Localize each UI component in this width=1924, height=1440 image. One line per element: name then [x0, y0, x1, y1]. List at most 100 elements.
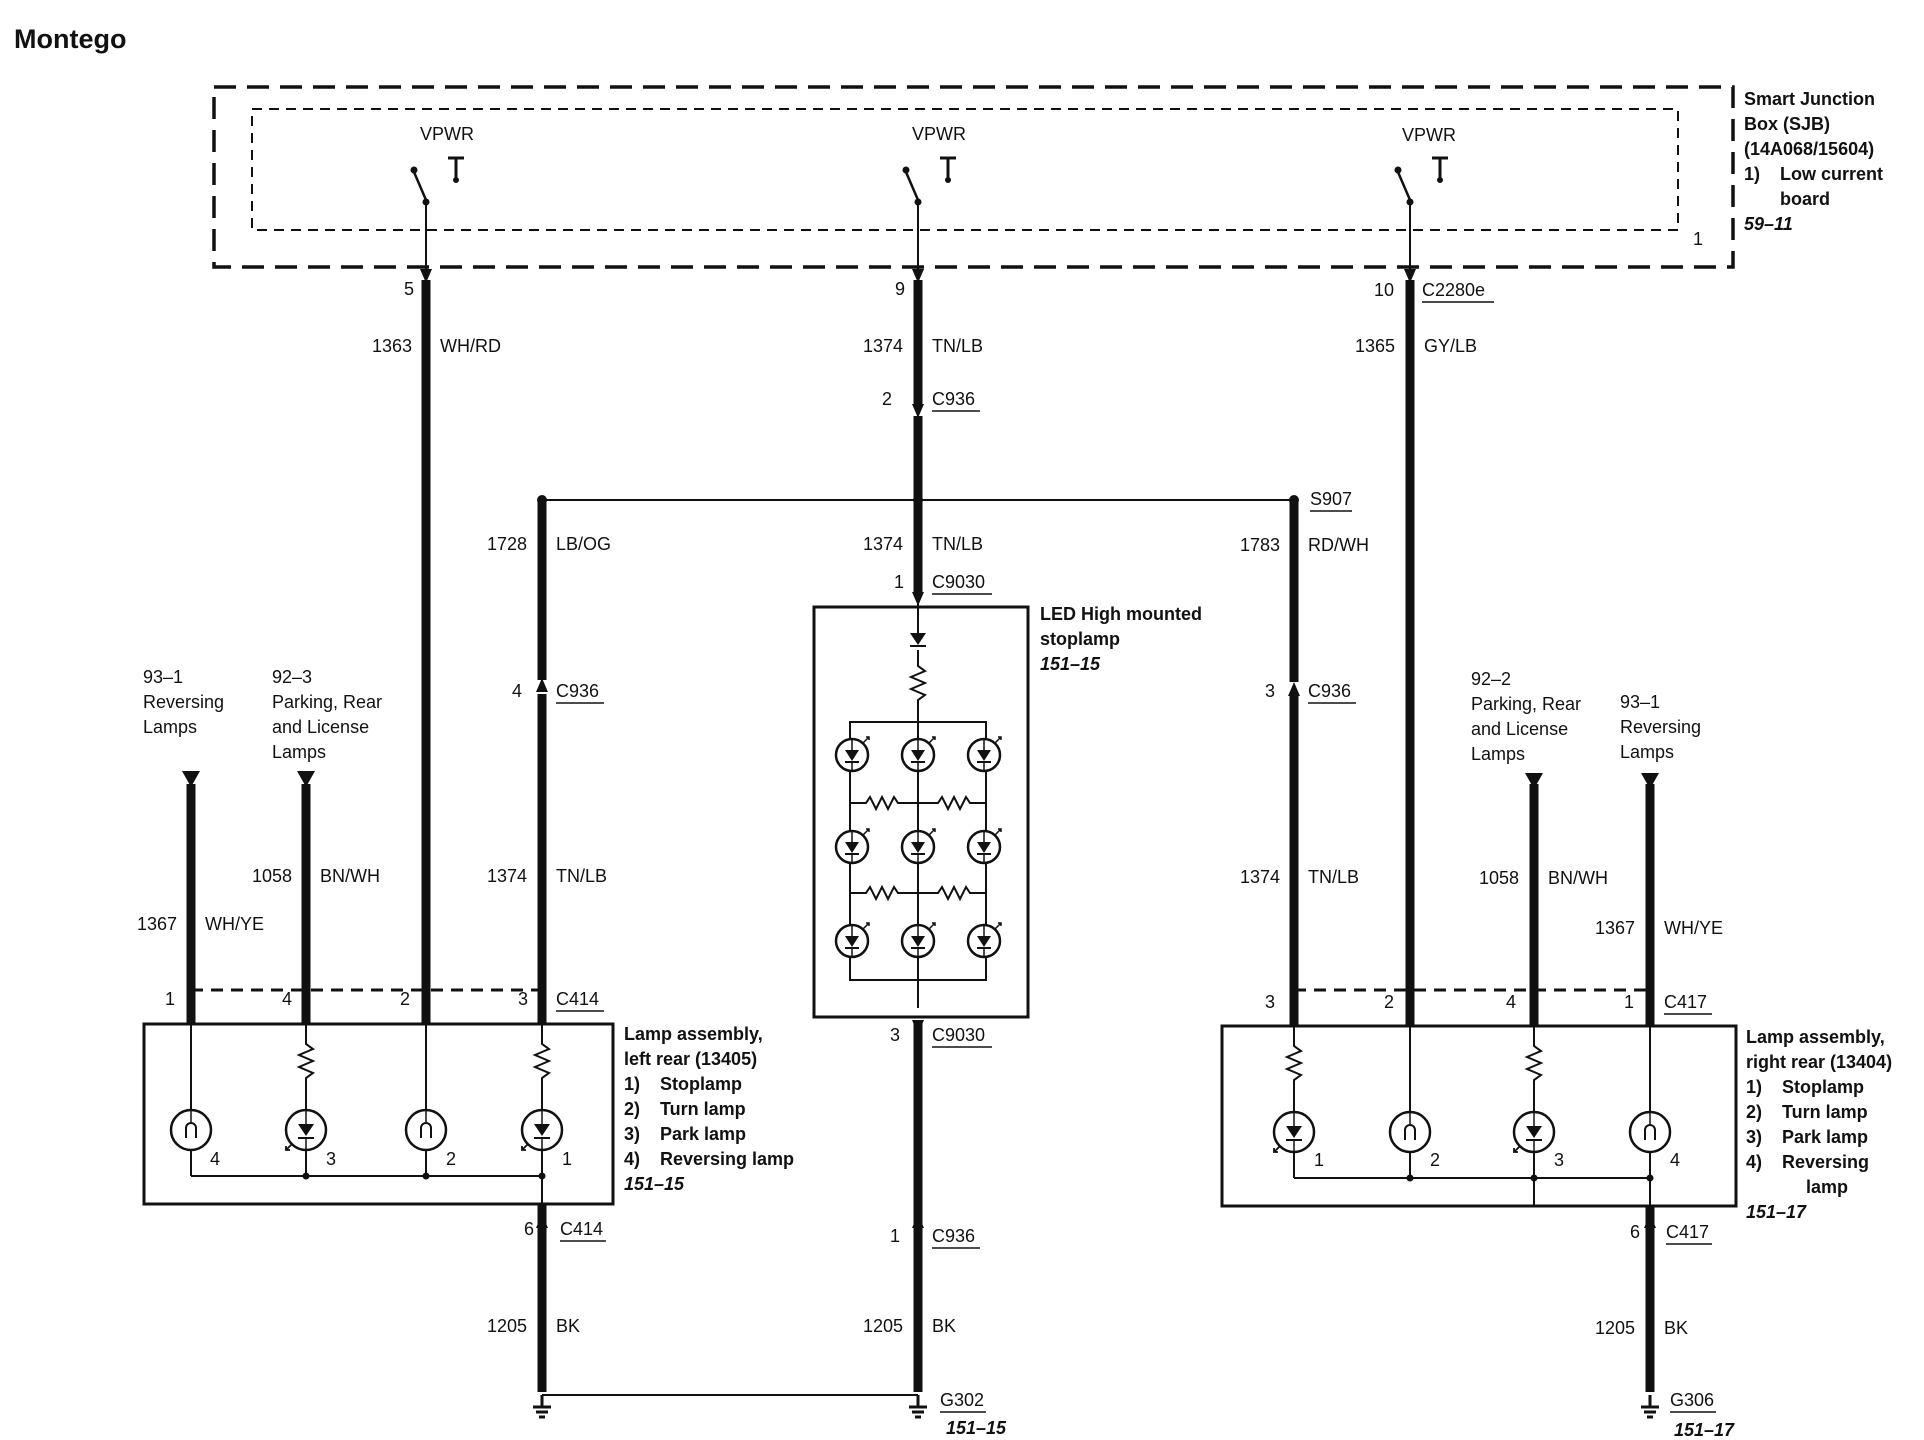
- right-bulb-num-1: 1: [1314, 1150, 1324, 1170]
- left-bulb-num-1: 1: [562, 1149, 572, 1169]
- vpwr-label-3: VPWR: [1402, 125, 1456, 145]
- right-lamp-item-num-3: 3): [1746, 1127, 1762, 1147]
- wire-1363-num: 1363: [372, 336, 412, 356]
- wire-1367r-color: WH/YE: [1664, 918, 1723, 938]
- c9030-bottom-pin: 3: [890, 1025, 900, 1045]
- wire-1205l-color: BK: [556, 1316, 580, 1336]
- left-bulb-num-3: 3: [326, 1149, 336, 1169]
- led-stoplamp: LED High mounted stoplamp 151–15: [812, 603, 1202, 1019]
- splice-s907: S907: [1310, 489, 1352, 509]
- left-bulb-num-4: 4: [210, 1149, 220, 1169]
- sjb-pin-10: 10: [1374, 280, 1394, 300]
- right-rev-line-2: Reversing: [1620, 717, 1701, 737]
- left-lamp-item-3: Park lamp: [660, 1124, 746, 1144]
- right-park-ref: 92–2: [1471, 669, 1511, 689]
- c936-left-pin: 4: [512, 681, 522, 701]
- c414-pin-2: 2: [400, 989, 410, 1009]
- ground-g306: G306: [1670, 1390, 1714, 1410]
- right-bulb-num-4: 4: [1670, 1150, 1680, 1170]
- ground-g302: G302: [940, 1390, 984, 1410]
- sjb-pin-9: 9: [895, 279, 905, 299]
- left-references: 93–1 Reversing Lamps 92–3 Parking, Rear …: [143, 667, 382, 762]
- c936-bottom-pin: 1: [890, 1226, 900, 1246]
- right-bulb-num-3: 3: [1554, 1150, 1564, 1170]
- right-lamp-label-1: Lamp assembly,: [1746, 1027, 1885, 1047]
- wire-1374a-num: 1374: [863, 336, 903, 356]
- wire-1205r-color: BK: [1664, 1318, 1688, 1338]
- c936-bottom-name: C936: [932, 1226, 975, 1246]
- left-park-ref: 92–3: [272, 667, 312, 687]
- c936-top-pin: 2: [882, 389, 892, 409]
- wire-1374l-num: 1374: [487, 866, 527, 886]
- left-lamp-item-1: Stoplamp: [660, 1074, 742, 1094]
- wire-1367l-color: WH/YE: [205, 914, 264, 934]
- connector-labels: 2 C936 S907 4 C936 3 C936 1 C9030 3 C903…: [512, 389, 1735, 1440]
- left-park-line-2: Parking, Rear: [272, 692, 382, 712]
- wire-1058r-color: BN/WH: [1548, 868, 1608, 888]
- right-park-line-3: and License: [1471, 719, 1568, 739]
- ground-g302-ref: 151–15: [946, 1418, 1007, 1438]
- wire-1374b-color: TN/LB: [932, 534, 983, 554]
- main-wires: [182, 280, 1661, 1419]
- wire-1058l-color: BN/WH: [320, 866, 380, 886]
- wire-1728-color: LB/OG: [556, 534, 611, 554]
- c414-pin-3: 3: [518, 989, 528, 1009]
- wire-1374r-color: TN/LB: [1308, 867, 1359, 887]
- led-label-1: LED High mounted: [1040, 604, 1202, 624]
- right-lamp-item-2: Turn lamp: [1782, 1102, 1868, 1122]
- wire-1728-num: 1728: [487, 534, 527, 554]
- c414-pin-4: 4: [282, 989, 292, 1009]
- wire-1374b-num: 1374: [863, 534, 903, 554]
- left-lamp-label-2: left rear (13405): [624, 1049, 757, 1069]
- c414-bottom-pin: 6: [524, 1219, 534, 1239]
- right-lamp-label-2: right rear (13404): [1746, 1052, 1892, 1072]
- wire-1205l-num: 1205: [487, 1316, 527, 1336]
- wire-1374l-color: TN/LB: [556, 866, 607, 886]
- wire-1783-color: RD/WH: [1308, 535, 1369, 555]
- c417-bottom-pin: 6: [1630, 1222, 1640, 1242]
- left-bulb-num-2: 2: [446, 1149, 456, 1169]
- left-lamp-item-num-1: 1): [624, 1074, 640, 1094]
- left-lamp-item-2: Turn lamp: [660, 1099, 746, 1119]
- sjb-label-3: (14A068/15604): [1744, 139, 1874, 159]
- right-rev-line-3: Lamps: [1620, 742, 1674, 762]
- sjb-corner-num: 1: [1693, 229, 1703, 249]
- right-lamp-assembly: 3 2 4 1 C417 1 2 3 4 Lamp assembly, righ…: [1220, 988, 1892, 1222]
- left-rev-line-2: Reversing: [143, 692, 224, 712]
- led-ref: 151–15: [1040, 654, 1101, 674]
- left-rev-ref: 93–1: [143, 667, 183, 687]
- vpwr-switch-2: [901, 156, 958, 207]
- wire-1205r-num: 1205: [1595, 1318, 1635, 1338]
- sjb-connector: C2280e: [1422, 280, 1485, 300]
- right-lamp-item-num-2: 2): [1746, 1102, 1762, 1122]
- left-lamp-assembly: 1 4 2 3 C414 4 3 2 1 Lamp assembly, le: [142, 988, 794, 1214]
- c417-pin-4: 4: [1506, 992, 1516, 1012]
- page-title: Montego: [14, 24, 126, 54]
- vpwr-label-2: VPWR: [912, 124, 966, 144]
- c414-pin-1: 1: [165, 989, 175, 1009]
- led-label-2: stoplamp: [1040, 629, 1120, 649]
- left-rev-line-3: Lamps: [143, 717, 197, 737]
- left-lamp-item-num-3: 3): [624, 1124, 640, 1144]
- right-lamp-item-num-4: 4): [1746, 1152, 1762, 1172]
- c936-right-pin: 3: [1265, 681, 1275, 701]
- right-lamp-item-1: Stoplamp: [1782, 1077, 1864, 1097]
- c936-left-name: C936: [556, 681, 599, 701]
- right-park-line-4: Lamps: [1471, 744, 1525, 764]
- c417-pin-1: 1: [1624, 992, 1634, 1012]
- wire-labels: 1363 WH/RD 1374 TN/LB 1365 GY/LB 1728 LB…: [137, 336, 1723, 1338]
- c417-bottom-name: C417: [1666, 1222, 1709, 1242]
- vpwr-label-1: VPWR: [420, 124, 474, 144]
- right-lamp-item-3: Park lamp: [1782, 1127, 1868, 1147]
- sjb-label-1: Smart Junction: [1744, 89, 1875, 109]
- right-rev-ref: 93–1: [1620, 692, 1660, 712]
- wire-1205c-color: BK: [932, 1316, 956, 1336]
- right-lamp-item-4: Reversing: [1782, 1152, 1869, 1172]
- wire-1365-num: 1365: [1355, 336, 1395, 356]
- sjb-pin-5: 5: [404, 279, 414, 299]
- wire-1365-color: GY/LB: [1424, 336, 1477, 356]
- wire-1058l-num: 1058: [252, 866, 292, 886]
- right-lamp-item-num-1: 1): [1746, 1077, 1762, 1097]
- right-lamp-ref: 151–17: [1746, 1202, 1807, 1222]
- c9030-bottom-name: C9030: [932, 1025, 985, 1045]
